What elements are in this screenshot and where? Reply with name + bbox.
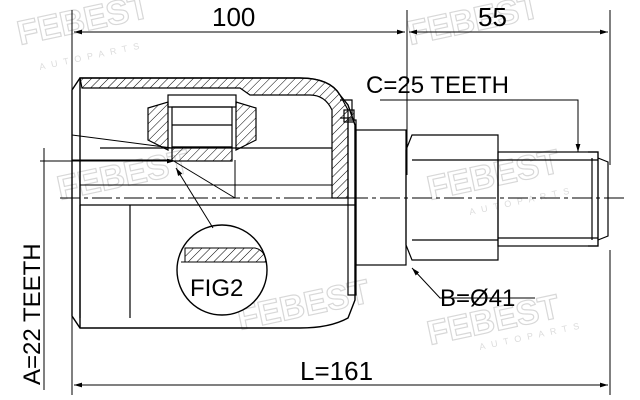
dimension-total-length: L=161 [300, 356, 373, 386]
inner-spline-dimension [40, 148, 175, 390]
housing-lower [79, 204, 355, 318]
watermark-text: FEBEST [404, 0, 543, 53]
seal-diameter-leader [411, 267, 535, 299]
dimension-shaft-length: 55 [478, 2, 507, 32]
housing-section-hatched [79, 77, 349, 199]
fig2-label: FIG2 [190, 275, 243, 302]
dimension-body-length: 100 [212, 2, 255, 32]
outer-spline-leader [380, 99, 581, 152]
inner-bore [71, 134, 332, 199]
inner-spline-label: A=22 TEETH [19, 243, 46, 385]
inner-cage [100, 94, 332, 162]
output-shaft [405, 134, 609, 261]
fig2-detail [176, 224, 268, 316]
outer-spline-label: C=25 TEETH [366, 72, 509, 99]
seal-diameter-label: B=Ø41 [440, 285, 515, 312]
fig2-leader [175, 167, 214, 229]
